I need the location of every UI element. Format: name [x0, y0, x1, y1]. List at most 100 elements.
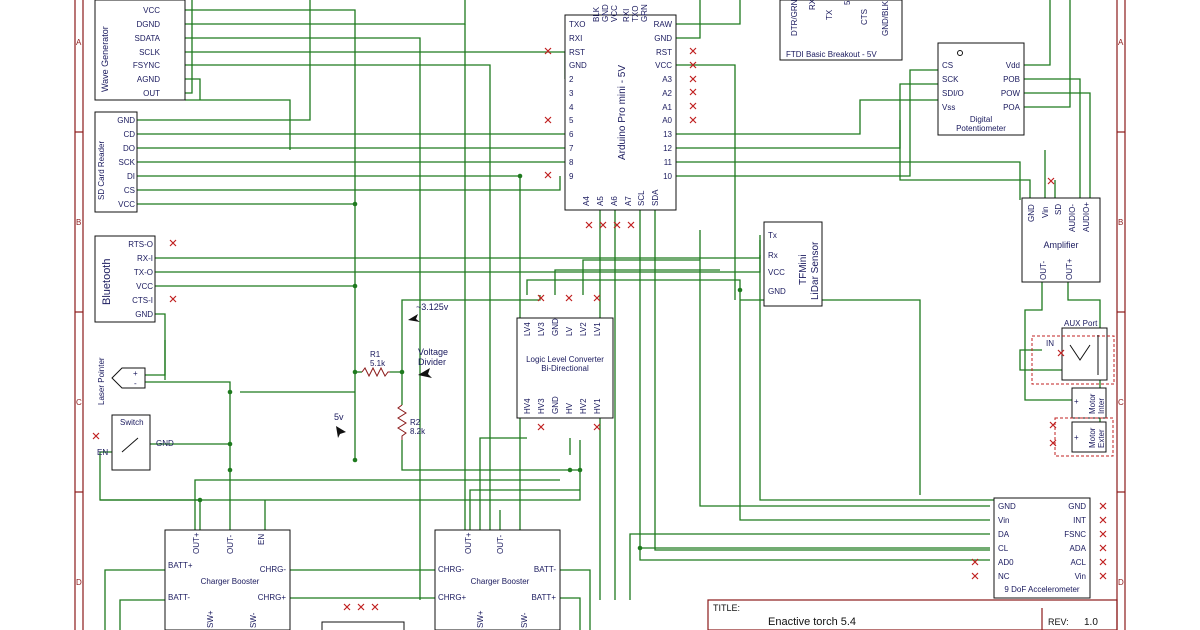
- charger-booster-left: Charger Booster OUT+ OUT- EN BATT+ BATT-…: [164, 529, 291, 630]
- sd-pin-do: DO: [123, 144, 135, 153]
- arduino-top-pin-rxi: RXI: [622, 9, 631, 22]
- sd-card-module: SD Card Reader GND CD DO SCK DI CS VCC: [94, 111, 138, 213]
- ftdi-pin-gnd: GND/BLK: [881, 0, 890, 36]
- charger-right-pin-swp: SW+: [476, 610, 485, 628]
- arduino-top-pin-grn: GRN: [640, 4, 649, 22]
- accel-pin-vin-l: Vin: [998, 516, 1009, 525]
- lidar-pin-gnd: GND: [768, 287, 786, 296]
- accel-pin-gnd-l: GND: [998, 502, 1016, 511]
- motor-exter: Motor Exter +: [1054, 417, 1114, 457]
- amp-pin-audio-minus: AUDIO-: [1068, 204, 1077, 232]
- arduino-left-pin-6: 6: [569, 130, 574, 139]
- llc-pin-gnd-bottom: GND: [551, 396, 560, 414]
- amplifier-label: Amplifier: [1043, 240, 1078, 250]
- arduino-left-pin-rxi: RXI: [569, 34, 582, 43]
- r2-value: 8.2k: [410, 427, 426, 436]
- arduino-right-pin-gnd: GND: [654, 34, 672, 43]
- laser-pointer: Laser Pointer + -: [97, 357, 146, 405]
- charger-left-pin-en: EN: [257, 534, 266, 545]
- arduino-right-pin-13: 13: [663, 130, 672, 139]
- aux-pin-in: IN: [1046, 339, 1054, 348]
- aux-port: AUX Port IN: [1031, 319, 1115, 385]
- charger-right-pin-battm: BATT-: [534, 565, 556, 574]
- ftdi-pin-dtr: DTR/GRN: [790, 0, 799, 36]
- arduino-left-pin-5: 5: [569, 116, 574, 125]
- digipot-pin-sck: SCK: [942, 75, 959, 84]
- arduino-left-pin-3: 3: [569, 89, 574, 98]
- arduino-right-pin-vcc: VCC: [655, 61, 672, 70]
- v-in-label: 5v: [334, 412, 344, 422]
- accel-pin-ada: ADA: [1070, 544, 1087, 553]
- bt-pin-gnd: GND: [135, 310, 153, 319]
- charger-left-pin-chrgm: CHRG-: [260, 565, 287, 574]
- charger-left-pin-swm: SW-: [249, 612, 258, 628]
- bt-pin-rx: RX-I: [137, 254, 153, 263]
- lidar-pin-vcc: VCC: [768, 268, 785, 277]
- digipot-pin-pow: POW: [1001, 89, 1021, 98]
- arduino-top-pin-vcc: VCC: [610, 5, 619, 22]
- title-block-rev: 1.0: [1084, 617, 1098, 628]
- laser-pointer-label: Laser Pointer: [97, 357, 106, 405]
- llc-label-1: Logic Level Converter: [526, 355, 604, 364]
- arduino-pro-mini: Arduino Pro mini - 5V BLK GND VCC RXI TX…: [564, 4, 677, 211]
- amp-pin-out-plus: OUT+: [1065, 258, 1074, 280]
- no-connect-marks: [92, 47, 1107, 611]
- accel-pin-acl: ACL: [1070, 558, 1086, 567]
- logic-level-converter: Logic Level Converter Bi-Directional LV4…: [516, 317, 614, 419]
- wave-gen-pin-sclk: SCLK: [139, 48, 161, 57]
- arduino-right-pin-12: 12: [663, 144, 672, 153]
- llc-pin-lv3: LV3: [537, 322, 546, 336]
- wave-gen-pin-vcc: VCC: [143, 6, 160, 15]
- llc-pin-lv: LV: [565, 326, 574, 336]
- motor-inter: Motor Inter +: [1071, 387, 1107, 419]
- charger-left-pin-outp: OUT+: [192, 532, 201, 554]
- llc-pin-gnd-top: GND: [551, 318, 560, 336]
- charger-right-pin-chrgp: CHRG+: [438, 593, 467, 602]
- accel-pin-ad0: AD0: [998, 558, 1014, 567]
- title-block-title: Enactive torch 5.4: [768, 616, 856, 628]
- arduino-left-pin-rst: RST: [569, 48, 585, 57]
- arduino-right-pin-raw: RAW: [654, 20, 673, 29]
- arduino-bottom-pin-a7: A7: [624, 196, 633, 206]
- amp-pin-gnd: GND: [1027, 204, 1036, 222]
- divider-label-2: Divider: [418, 357, 446, 367]
- arduino-bottom-pin-a4: A4: [582, 196, 591, 206]
- charger-left-pin-chrgp: CHRG+: [258, 593, 287, 602]
- frame-letter-a: A: [76, 38, 82, 47]
- charger-right-pin-outm: OUT-: [496, 535, 505, 554]
- digipot-pin-poa: POA: [1003, 103, 1021, 112]
- bluetooth-label: Bluetooth: [101, 259, 113, 305]
- bt-pin-rts: RTS-O: [128, 240, 153, 249]
- llc-pin-hv2: HV2: [579, 398, 588, 414]
- wave-gen-pin-agnd: AGND: [137, 75, 160, 84]
- arduino-top-pin-blk: BLK: [592, 6, 601, 22]
- llc-pin-hv3: HV3: [537, 398, 546, 414]
- frame-letter-b-right: B: [1118, 218, 1123, 227]
- title-block-title-label: TITLE:: [713, 603, 740, 613]
- digipot-pin-vdd: Vdd: [1006, 61, 1020, 70]
- digipot-label-2: Potentiometer: [956, 124, 1006, 133]
- divider-label-1: Voltage: [418, 347, 448, 357]
- frame-letter-d: D: [76, 578, 82, 587]
- ftdi-pin-tx: TX: [825, 9, 834, 20]
- digipot-label-1: Digital: [970, 115, 992, 124]
- frame-letter-c-right: C: [1118, 398, 1124, 407]
- accel-pin-int: INT: [1073, 516, 1086, 525]
- amp-pin-out-minus: OUT-: [1039, 261, 1048, 280]
- digipot-pin-cs: CS: [942, 61, 953, 70]
- frame-letter-b: B: [76, 218, 81, 227]
- ftdi-pin-rx: RX: [808, 0, 817, 10]
- title-block-rev-label: REV:: [1048, 617, 1069, 627]
- audio-amplifier: Amplifier GND Vin SD AUDIO- AUDIO+ OUT- …: [1021, 197, 1101, 283]
- charger-right-pin-battp: BATT+: [531, 593, 556, 602]
- arduino-right-pin-rst: RST: [656, 48, 672, 57]
- arduino-left-pin-4: 4: [569, 103, 574, 112]
- arduino-right-pin-a0: A0: [662, 116, 672, 125]
- tfmini-lidar: Tx Rx VCC GND TFMini LiDar Sensor: [763, 221, 823, 307]
- charger-right-pin-chrgm: CHRG-: [438, 565, 465, 574]
- frame-letter-a-right: A: [1118, 38, 1124, 47]
- ftdi-pin-cts: CTS: [860, 9, 869, 25]
- charger-left-pin-battp: BATT+: [168, 561, 193, 570]
- svg-text:+: +: [1074, 433, 1079, 442]
- accel-pin-gnd-r: GND: [1068, 502, 1086, 511]
